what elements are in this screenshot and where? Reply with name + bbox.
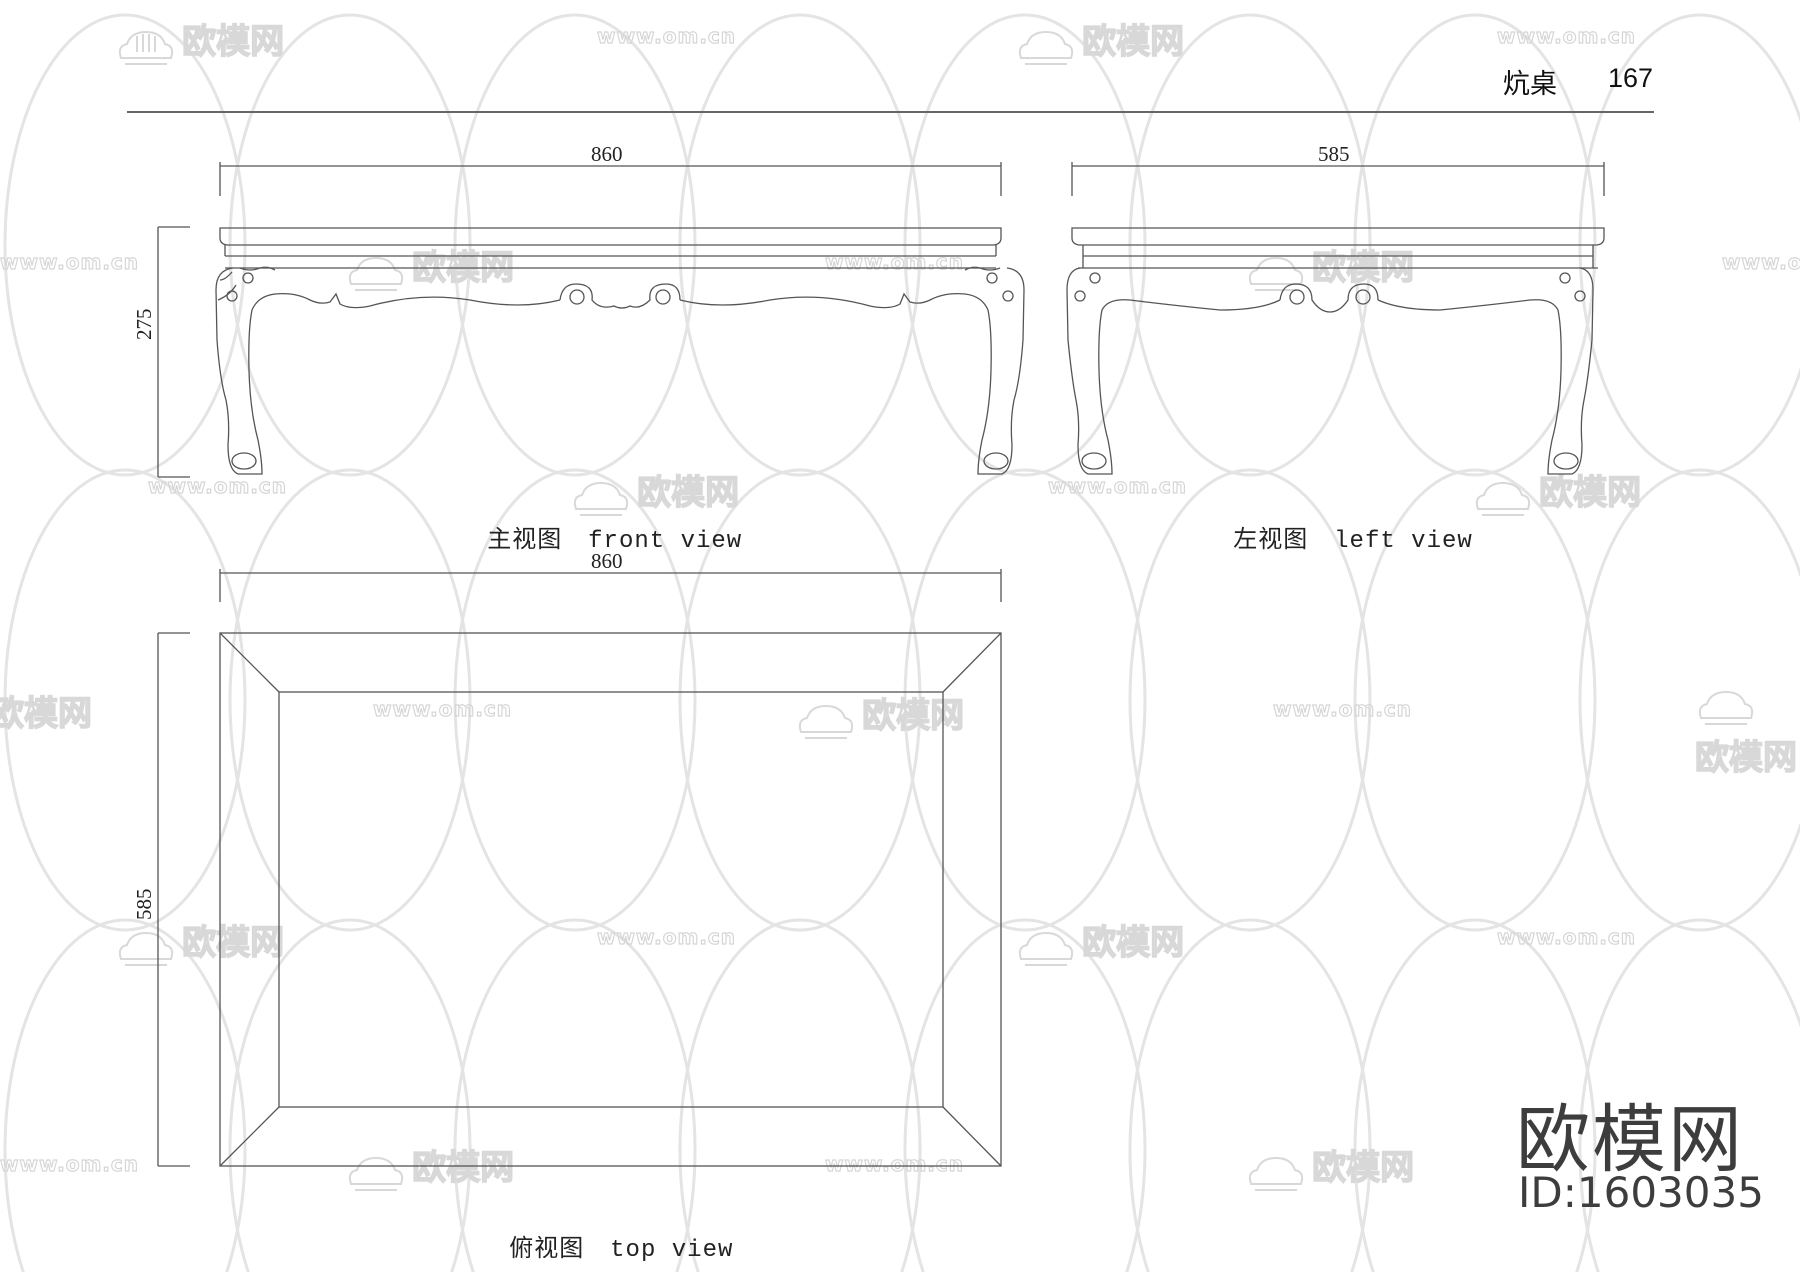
sofa-icon [118,931,174,966]
left-width-dimension [1071,162,1605,196]
watermark-url: www.om.cn [1496,23,1637,48]
front-height-label: 275 [132,308,156,341]
sofa-icon [1018,931,1074,966]
watermark-logo: 欧模网 [115,915,285,971]
model-id: ID:1603035 [1518,1168,1764,1217]
top-depth-label: 585 [132,888,156,921]
page-title: 炕桌 [1503,69,1557,100]
watermark-logo: 欧模网 [1015,915,1185,971]
watermark-url: www.om.cn [0,1151,140,1176]
sofa-icon [1248,256,1304,291]
sofa-icon [118,30,174,65]
sofa-icon [348,256,404,291]
watermark-url: www.om.cn [1272,696,1413,721]
sofa-icon [1698,690,1754,725]
top-width-label: 860 [591,549,623,573]
front-width-label: 860 [591,142,623,166]
watermark-url: www.om.cn [596,924,737,949]
left-view-table [1066,227,1605,475]
left-view-caption: 左视图 left view [1233,525,1473,555]
watermark-url: www.om.cn [0,249,140,274]
watermark-logo: 欧模网 [795,688,965,744]
top-width-dimension [219,569,1002,602]
sofa-icon [573,481,629,516]
front-width-dimension [219,162,1002,196]
sofa-icon [1018,30,1074,65]
top-view-frame [219,632,1002,1167]
top-view-caption: 俯视图 top view [509,1234,734,1264]
watermark-logo: 欧模网 [1245,1140,1415,1196]
watermark-logo: 欧模网 [1472,465,1642,521]
watermark-url: www.om.cn [824,249,965,274]
watermark-url: www.om.cn [1496,924,1637,949]
watermark-url: www.om.cn [824,1151,965,1176]
sofa-icon [1475,481,1531,516]
watermark-url: www.om.cn [372,696,513,721]
watermark-logo: 欧模网 [0,693,93,734]
front-view-caption: 主视图 front view [487,525,743,555]
brand-watermark: 欧模网 [1516,1097,1744,1183]
page-number: 167 [1608,63,1654,93]
watermark-logo: 欧模网 [1694,688,1800,779]
left-width-label: 585 [1318,142,1350,166]
front-view-table [215,227,1025,475]
watermark-logo: 欧模网 [345,1140,515,1196]
watermark-logo: 欧模网 [115,14,285,70]
sofa-icon [1248,1156,1304,1191]
header-rule [127,111,1654,113]
watermark-logo: 欧模网 [1015,14,1185,70]
front-height-dimension [157,226,190,478]
watermark-url: www.om.cn [1047,473,1188,498]
sofa-icon [798,704,854,739]
top-depth-dimension [157,632,190,1167]
watermark-url: www.om.cn [1721,249,1800,274]
watermark-url: www.om.cn [596,23,737,48]
sofa-icon [348,1156,404,1191]
watermark-logo: 欧模网 [570,465,740,521]
